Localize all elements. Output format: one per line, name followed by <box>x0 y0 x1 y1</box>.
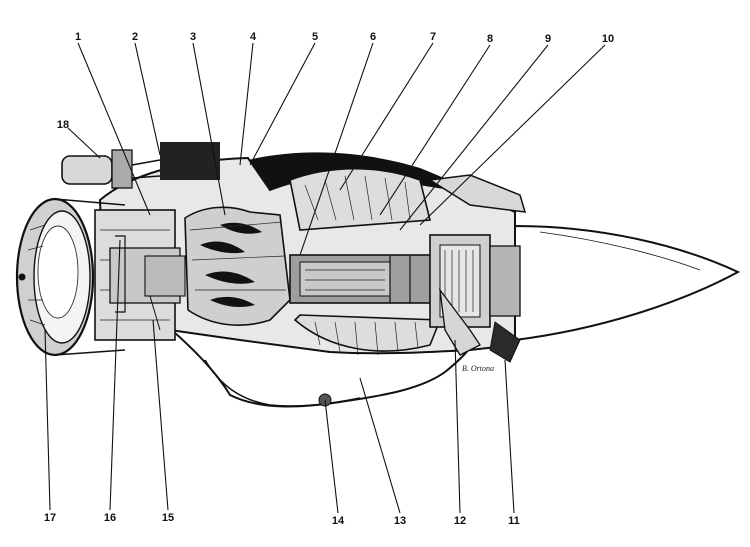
label-12: 12 <box>454 515 466 527</box>
leader-line <box>379 44 491 216</box>
front-drum <box>94 209 186 341</box>
label-6: 6 <box>370 31 376 43</box>
compressor <box>184 206 291 326</box>
leader-line <box>359 377 401 514</box>
callout-labels: 1 2 3 4 5 6 7 8 9 10 11 12 13 14 15 16 1… <box>44 31 614 527</box>
artist-signature: B. Ortona <box>462 364 494 373</box>
label-7: 7 <box>430 31 436 43</box>
leader-line <box>504 359 515 514</box>
leader-line <box>67 127 101 159</box>
label-9: 9 <box>545 33 551 45</box>
engine-body: B. Ortona <box>15 142 741 408</box>
leader-line <box>134 42 161 156</box>
exhaust-cone <box>514 224 741 342</box>
leader-lines <box>44 42 606 514</box>
leader-line <box>152 319 169 511</box>
label-4: 4 <box>250 31 257 43</box>
leader-line <box>109 239 121 511</box>
label-11: 11 <box>508 515 520 527</box>
main-shaft <box>289 254 441 304</box>
starter-accessory <box>61 142 220 189</box>
leader-line <box>239 42 254 166</box>
label-16: 16 <box>104 512 116 524</box>
leader-line <box>324 399 339 514</box>
leader-line <box>249 42 316 166</box>
label-3: 3 <box>190 31 196 43</box>
turbine <box>429 234 521 363</box>
label-2: 2 <box>132 31 138 43</box>
leader-line <box>299 42 374 256</box>
intake <box>15 197 126 357</box>
label-5: 5 <box>312 31 318 43</box>
label-14: 14 <box>332 515 345 527</box>
label-17: 17 <box>44 512 56 524</box>
leader-line <box>192 42 226 216</box>
leader-line <box>399 44 549 231</box>
label-1: 1 <box>75 31 81 43</box>
leader-line <box>454 339 461 514</box>
label-8: 8 <box>487 33 493 45</box>
leader-line <box>419 44 606 226</box>
leader-line <box>77 42 151 216</box>
rear-bracket <box>427 174 527 213</box>
label-15: 15 <box>162 512 174 524</box>
label-18: 18 <box>57 119 69 131</box>
label-10: 10 <box>602 33 614 45</box>
label-13: 13 <box>394 515 406 527</box>
leader-line <box>44 329 51 511</box>
leader-line <box>339 42 434 191</box>
